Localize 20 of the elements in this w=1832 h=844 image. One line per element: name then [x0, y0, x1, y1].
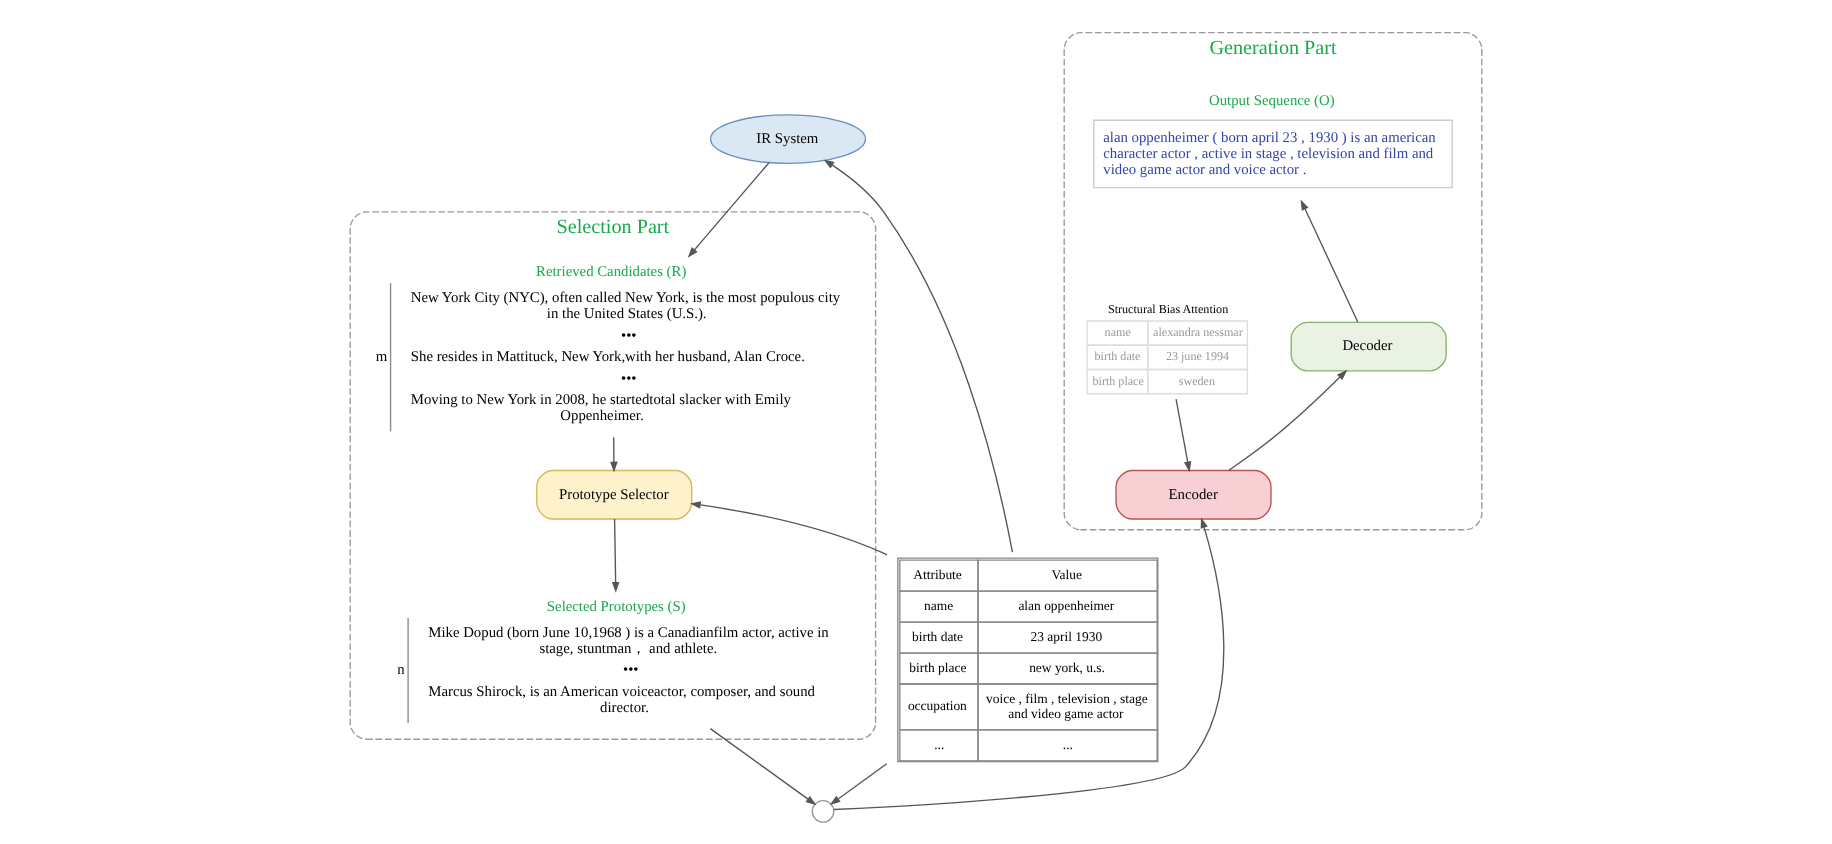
node-text: Selected Prototypes (S) n Mike Dopud (born June 10,1968 ) is a Canadianfilm actor, active in stage, stuntman， and athlete. ••• Marcus Shirock, is an American voiceactor, composer, and sound director.: [397, 597, 829, 717]
arrow: [610, 436, 618, 473]
arrow: [833, 517, 1225, 811]
arrow: [687, 162, 770, 258]
arrow: [823, 159, 1014, 553]
arrow: [1228, 369, 1348, 471]
node-ellipse: IR System: [709, 114, 867, 164]
arrow: [829, 763, 888, 806]
node-label: Output Sequence (O): [1209, 91, 1335, 110]
node-box: Encoder: [1115, 469, 1272, 520]
arrow: [689, 501, 888, 556]
node-circle: [811, 799, 835, 823]
arrow: [709, 727, 817, 806]
node-box: Decoder: [1290, 321, 1447, 372]
arrow: [1175, 398, 1192, 473]
node-box: alan oppenheimer ( born april 23 , 1930 ) is an american character actor , active in stage , television and film and video game actor and voice actor .: [1093, 119, 1453, 189]
node-text: Retrieved Candidates (R) m New York City (NYC), often called New York, is the most populous city in the United States (U.S.). ••• She resides in Mattituck, New York,with her husband, Alan Croce. ••• Moving to New York in 2008, he startedtotal slacker with Emily Oppenheimer.: [375, 262, 841, 425]
arrow: [1300, 199, 1359, 323]
node-box: Prototype Selector: [536, 469, 693, 520]
arrow: [611, 518, 620, 593]
